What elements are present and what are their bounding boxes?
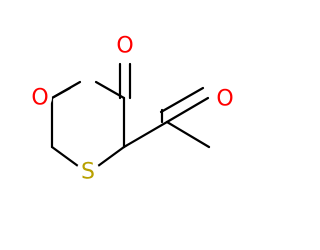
- structure-diagram: O O O S: [28, 33, 237, 185]
- ring-oxygen-label: O: [31, 86, 48, 111]
- ring-oxygen-bg: [28, 86, 52, 110]
- bond-c3-acetyl-c: [122, 120, 169, 149]
- acetyl-oxygen-bg: [213, 87, 237, 111]
- bond-o1-c6: [50, 86, 72, 100]
- bond-acetyl-c-methyl: [165, 120, 211, 149]
- bond-s4-c5: [50, 145, 80, 168]
- carbonyl-oxygen-label: O: [116, 34, 133, 59]
- bond-o1-c2-right: [94, 80, 126, 100]
- bond-c3-s4: [96, 145, 126, 168]
- bond-acetyl-co-a: [165, 96, 210, 124]
- sulfur-label: S: [81, 160, 95, 185]
- molecule-canvas: O O O S: [28, 33, 237, 185]
- acetyl-oxygen-label: O: [216, 87, 233, 112]
- bond-acetyl-co-b: [159, 86, 205, 114]
- carbonyl-oxygen-bg: [113, 34, 137, 58]
- sulfur-bg: [76, 160, 100, 184]
